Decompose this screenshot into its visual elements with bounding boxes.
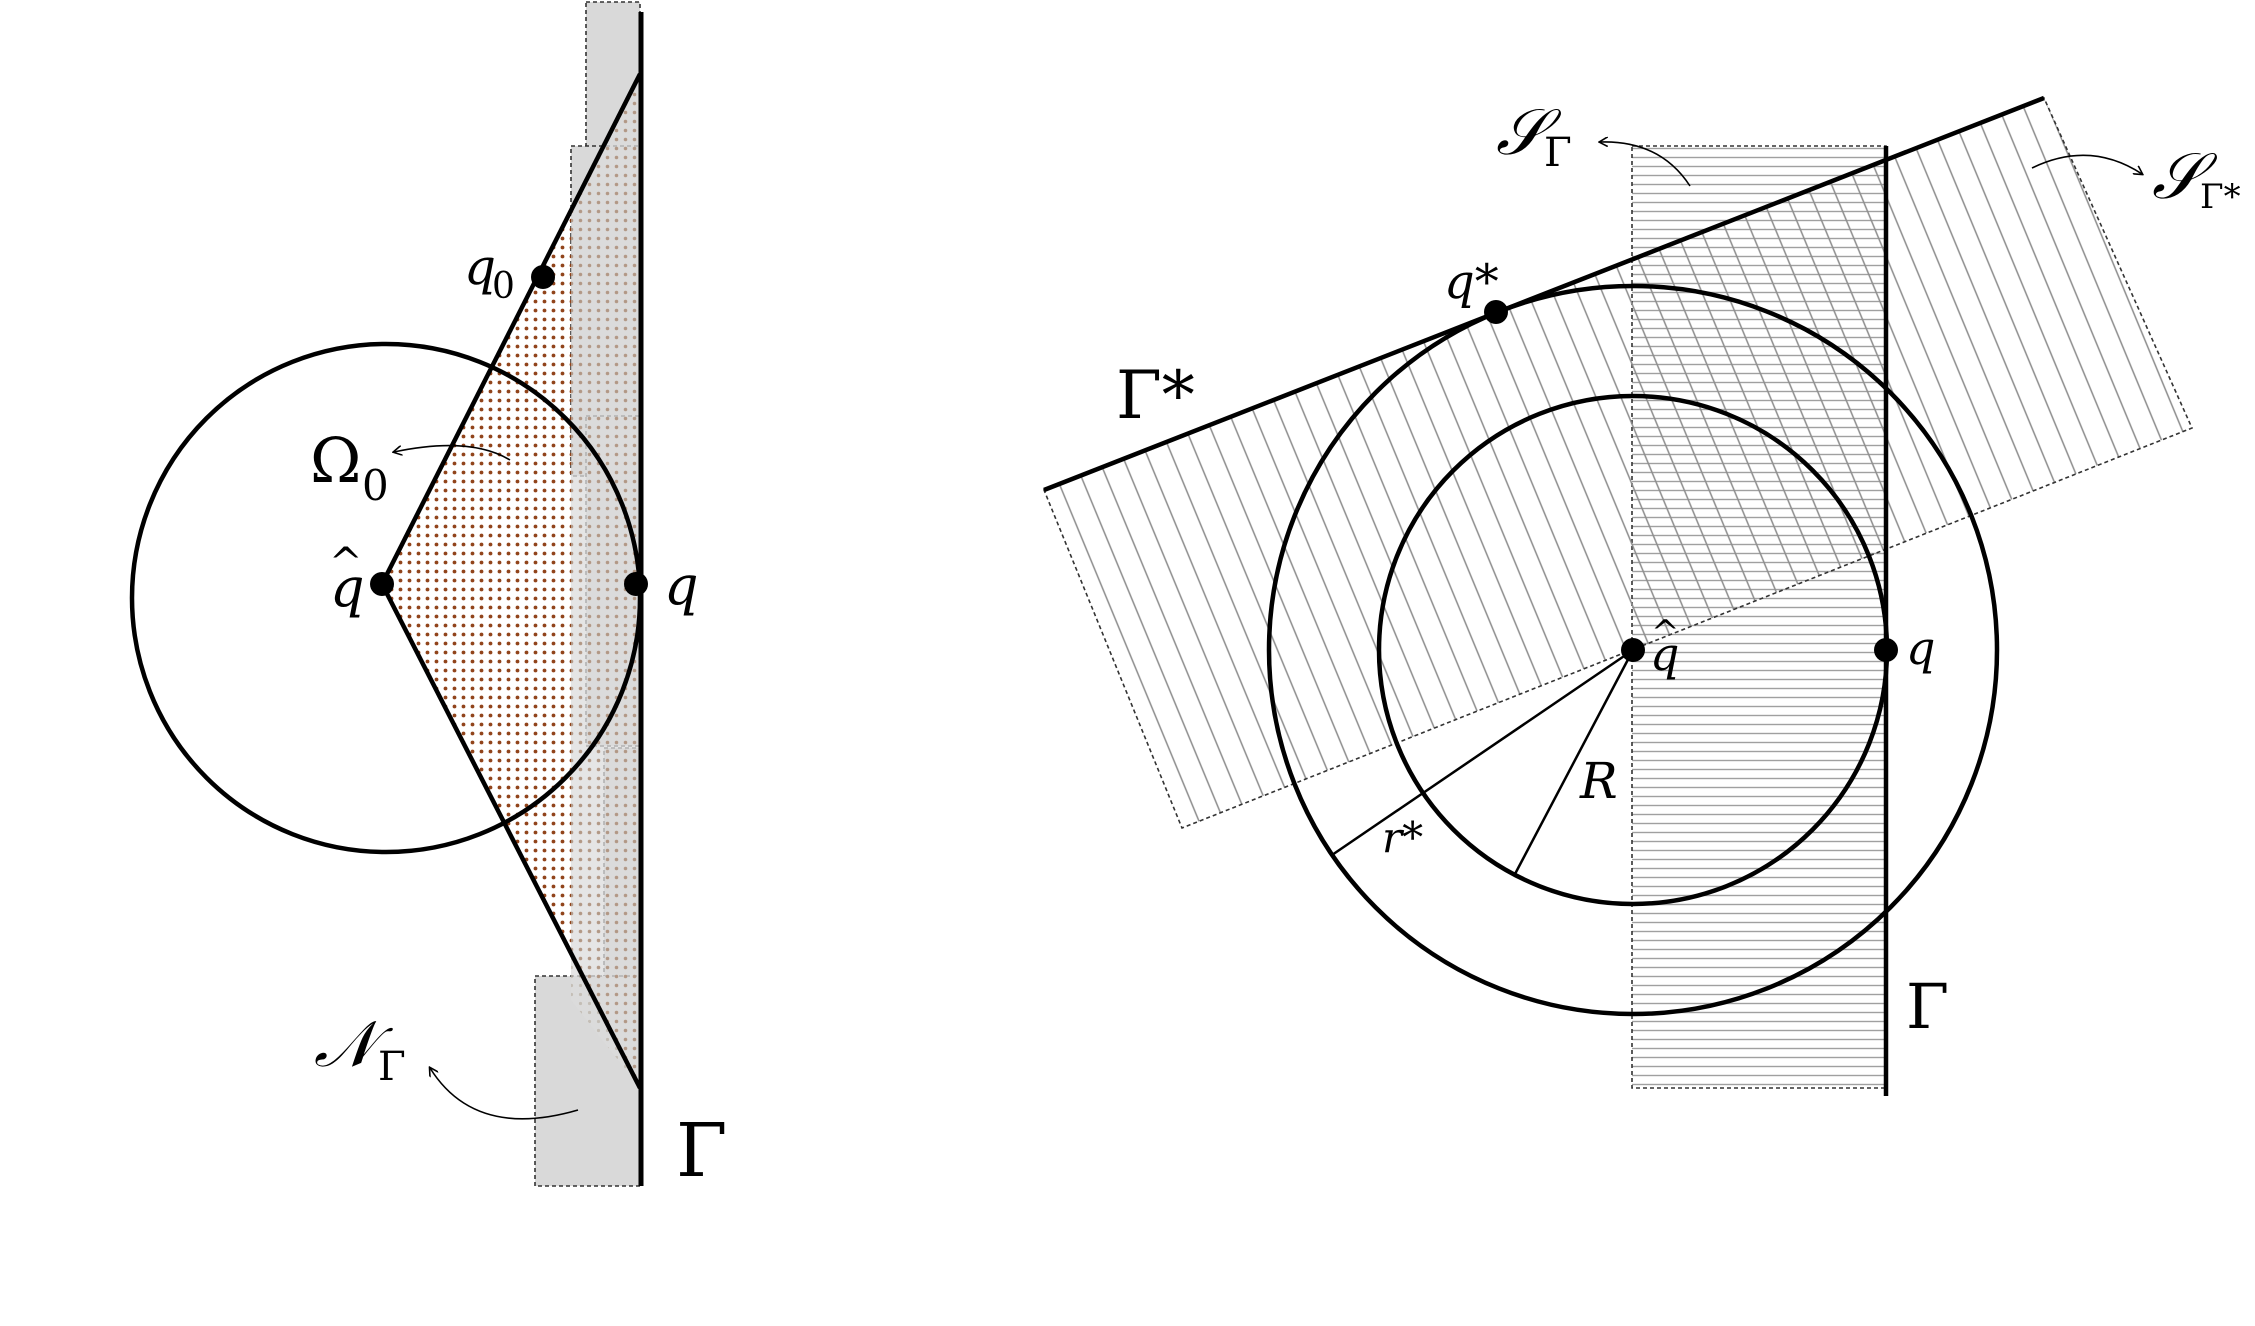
radius-R — [1513, 649, 1635, 875]
point-q — [624, 572, 648, 596]
point-q-hat-right — [1621, 638, 1645, 662]
label-gamma: Γ — [676, 1108, 727, 1194]
label-omega0-sub: 0 — [362, 461, 389, 510]
point-q0 — [531, 265, 555, 289]
label-q-right: q — [1906, 621, 1935, 675]
label-q0-sub: 0 — [492, 266, 515, 307]
point-q-right — [1874, 638, 1898, 662]
label-s-gamma-star-sub: Γ* — [2200, 177, 2241, 217]
label-q-star: q* — [1444, 254, 1499, 310]
label-q-hat-right-accent: ^ — [1651, 613, 1680, 653]
label-q0: q — [464, 238, 496, 296]
circle-r-star — [1266, 283, 2000, 1017]
left-panel: q 0 Ω 0 q ^ q 𝒩 Γ Γ — [129, 1, 727, 1194]
s-gamma-arrow — [1600, 142, 1691, 187]
label-R: R — [1579, 752, 1618, 810]
triangle-lower-edge — [379, 582, 643, 1090]
label-n-gamma-sub: Γ — [378, 1044, 406, 1090]
label-omega0: Ω — [310, 424, 361, 497]
radius-r-star — [1331, 648, 1634, 857]
omega0-arrow — [394, 444, 511, 461]
label-r-star: r* — [1382, 813, 1423, 862]
point-q-star — [1484, 300, 1508, 324]
point-q-hat — [370, 572, 394, 596]
label-q-hat: q — [330, 556, 365, 619]
label-s-gamma-sub: Γ — [1544, 130, 1572, 176]
omega0-overlap — [571, 74, 640, 1088]
label-gamma-star: Γ* — [1116, 357, 1195, 434]
n-gamma-arrow — [430, 1068, 579, 1120]
triangle-upper-edge — [379, 72, 643, 586]
gamma-star-line — [1043, 95, 2045, 493]
label-q: q — [664, 554, 699, 617]
label-q-hat-accent: ^ — [329, 540, 363, 586]
right-panel: 𝒮 Γ 𝒮 Γ* q* Γ* q ^ q R r* Γ — [1042, 95, 2241, 1096]
s-gamma-star-arrow — [2031, 154, 2142, 174]
label-gamma-right: Γ — [1906, 970, 1949, 1043]
s-gamma-star-strip — [1042, 96, 2194, 830]
label-q-hat-right: q — [1650, 627, 1679, 681]
